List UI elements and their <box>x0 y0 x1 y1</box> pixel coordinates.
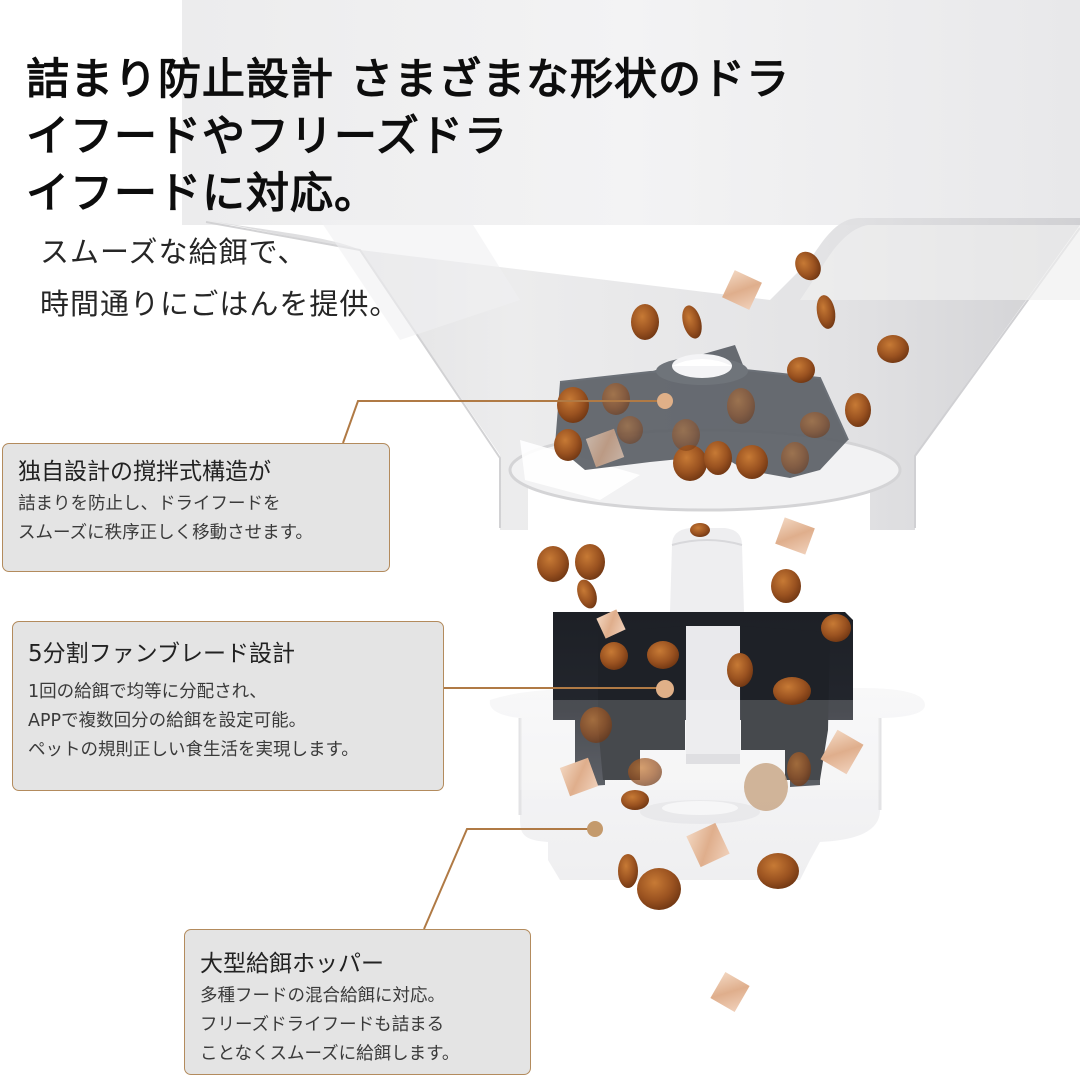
callout-title: 独自設計の撹拌式構造が <box>18 459 271 485</box>
callout-hopper: 大型給餌ホッパー 多種フードの混合給餌に対応。 フリーズドライフードも詰まる こ… <box>184 929 531 1075</box>
callout-text: 1回の給餌で均等に分配され、 <box>28 682 267 702</box>
callout-title: 大型給餌ホッパー <box>200 951 384 977</box>
headline-line-1: 詰まり防止設計 さまざまな形状のドラ <box>26 55 790 105</box>
subheadline: スムーズな給餌で、 時間通りにごはんを提供。 <box>40 226 399 330</box>
subheadline-line-1: スムーズな給餌で、 <box>40 235 308 269</box>
headline-line-2: イフードやフリーズドラ <box>26 112 508 162</box>
leader-dots <box>587 393 674 837</box>
callout-text: フリーズドライフードも詰まる <box>200 1015 445 1035</box>
leader-lines <box>342 400 665 930</box>
callout-title: 5分割ファンブレード設計 <box>28 641 295 667</box>
callout-text: APPで複数回分の給餌を設定可能。 <box>28 711 307 731</box>
kibble-pieces <box>537 251 909 910</box>
agitator <box>555 345 849 478</box>
callout-text: ペットの規則正しい食生活を実現します。 <box>28 740 359 760</box>
callout-agitator: 独自設計の撹拌式構造が 詰まりを防止し、ドライフードを スムーズに秩序正しく移動… <box>2 443 390 572</box>
callout-text: 多種フードの混合給餌に対応。 <box>200 986 445 1006</box>
callout-text: スムーズに秩序正しく移動させます。 <box>18 523 313 543</box>
callout-text: 詰まりを防止し、ドライフードを <box>18 494 281 514</box>
leader-line-agitator <box>342 400 665 444</box>
headline-line-3: イフードに対応。 <box>26 169 378 219</box>
callout-text: ことなくスムーズに給餌します。 <box>200 1044 460 1064</box>
leader-dot-fan-blade <box>656 680 674 698</box>
headline: 詰まり防止設計 さまざまな形状のドラ イフードやフリーズドラ イフードに対応。 <box>26 52 790 223</box>
callout-fan-blade: 5分割ファンブレード設計 1回の給餌で均等に分配され、 APPで複数回分の給餌を… <box>12 621 444 791</box>
leader-dot-hopper <box>587 821 603 837</box>
leader-dot-agitator <box>657 393 673 409</box>
leader-line-hopper <box>423 828 595 930</box>
freeze-dried-pieces <box>559 270 864 1012</box>
subheadline-line-2: 時間通りにごはんを提供。 <box>40 287 400 321</box>
